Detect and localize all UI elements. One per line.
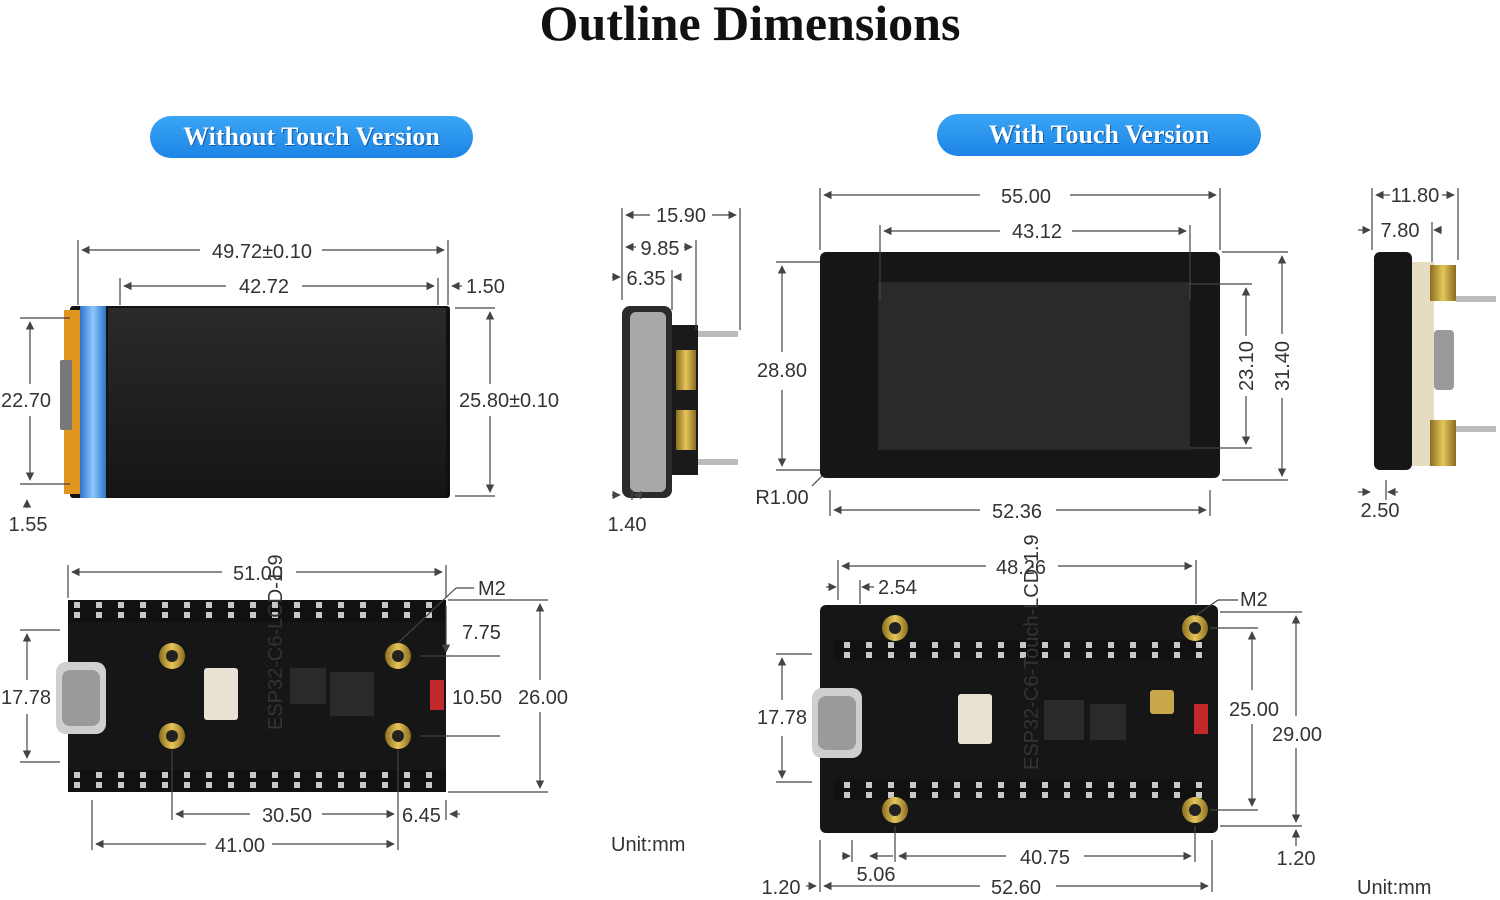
dim-lcd-height: 25.80±0.10 (459, 390, 559, 412)
dim-side-glass-touch: 2.50 (1361, 500, 1400, 522)
dim-touch-active-h: 23.10 (1236, 341, 1258, 391)
dim-touch-bottom-w: 52.36 (992, 501, 1042, 523)
dim-side-glass: 1.40 (608, 514, 647, 536)
dimension-lines (20, 188, 1459, 892)
with-touch-label: With Touch Version (937, 114, 1261, 156)
without-touch-label: Without Touch Version (150, 116, 473, 158)
dim-pcb-holes-x-touch: 40.75 (1020, 847, 1070, 869)
dim-side-depth: 15.90 (656, 205, 706, 227)
unit-label-left: Unit:mm (611, 834, 686, 856)
pcb-bottom-touch: ESP32-C6-Touch-LCD-1.9 (812, 534, 1218, 833)
dim-pcb-v2: 10.50 (452, 687, 502, 709)
dim-pcb-usb-touch: 17.78 (757, 707, 807, 729)
dim-pcb-holes-x: 30.50 (262, 805, 312, 827)
dim-pcb-width: 51.00 (233, 563, 283, 585)
lcd-front-no-touch (60, 306, 450, 498)
dim-pcb-pitch: 2.54 (878, 577, 917, 599)
dim-pcb-left: 5.06 (857, 864, 896, 886)
lcd-side-no-touch (622, 306, 738, 498)
dim-pcb-hole: M2 (478, 578, 506, 600)
dim-side-body-touch: 7.80 (1381, 220, 1420, 242)
dim-pcb-holes-total: 41.00 (215, 835, 265, 857)
dim-side-depth-touch: 11.80 (1391, 185, 1440, 207)
pcb-silk-model: ESP32-C6-LCD-1.9 (265, 554, 287, 730)
dim-pcb-v-holes: 25.00 (1229, 699, 1279, 721)
dim-touch-width: 55.00 (1001, 186, 1051, 208)
dim-pcb-edge-right: 1.20 (1277, 848, 1316, 870)
dim-touch-active: 43.12 (1012, 221, 1062, 243)
dim-pcb-edge: 6.45 (402, 805, 441, 827)
dimension-labels: 49.72±0.10 42.72 1.50 22.70 25.80±0.10 1… (1, 185, 1439, 898)
lcd-front-touch (820, 252, 1220, 478)
dim-side-pin: 9.85 (641, 238, 680, 260)
dim-pcb-height: 26.00 (518, 687, 568, 709)
dim-pcb-usb: 17.78 (1, 687, 51, 709)
dim-lcd-height-left: 22.70 (1, 390, 51, 412)
lcd-side-touch (1374, 252, 1496, 470)
dim-lcd-active-width: 42.72 (239, 276, 289, 298)
dim-touch-height-left: 28.80 (757, 360, 807, 382)
dim-pcb-edge-left: 1.20 (762, 877, 801, 898)
dim-touch-radius: R1.00 (755, 487, 808, 509)
dim-lcd-bezel: 1.50 (466, 276, 505, 298)
dim-pcb-v1: 7.75 (462, 622, 501, 644)
dim-pcb-width-touch: 52.60 (991, 877, 1041, 898)
dim-pcb-hole-touch: M2 (1240, 589, 1268, 611)
unit-label-right: Unit:mm (1357, 877, 1432, 899)
dim-side-body: 6.35 (627, 268, 666, 290)
dim-pcb-height-touch: 29.00 (1272, 724, 1322, 746)
dim-touch-height: 31.40 (1272, 341, 1294, 391)
dim-lcd-width: 49.72±0.10 (212, 241, 312, 263)
pcb-bottom-no-touch: ESP32-C6-LCD-1.9 (56, 554, 446, 792)
dim-lcd-bottom: 1.55 (9, 514, 48, 536)
pcb-silk-model-touch: ESP32-C6-Touch-LCD-1.9 (1021, 534, 1043, 770)
page-title: Outline Dimensions (539, 0, 961, 51)
dim-pcb-header: 48.26 (996, 557, 1046, 579)
